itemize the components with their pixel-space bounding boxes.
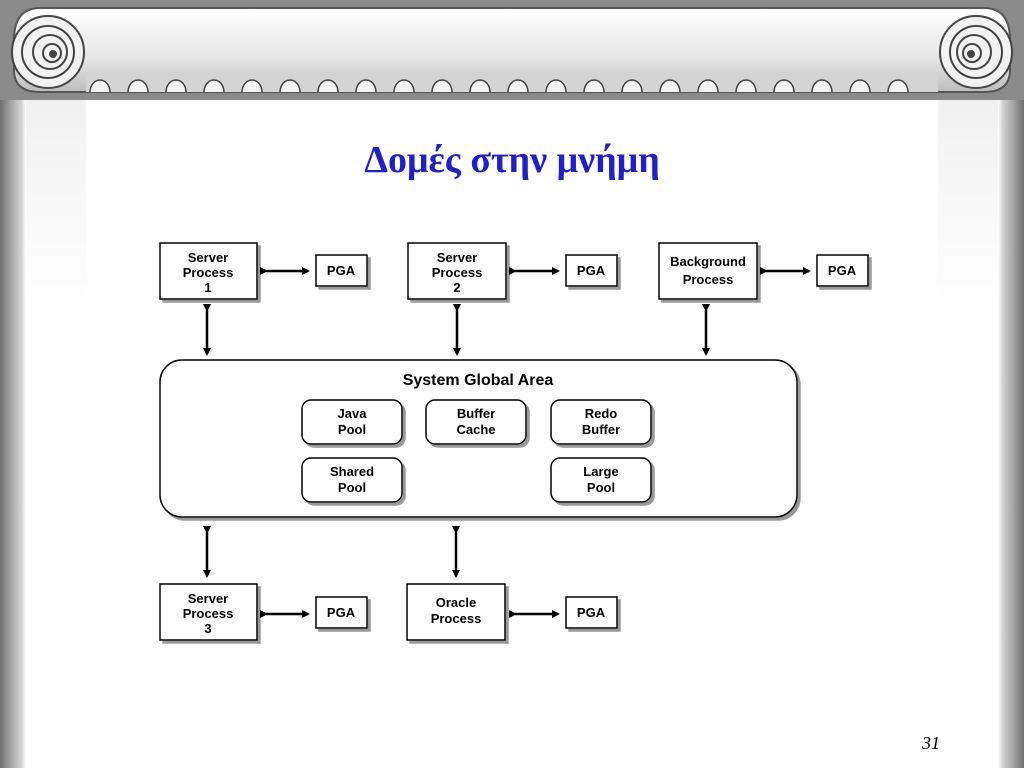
svg-text:PGA: PGA [577, 263, 606, 278]
svg-text:Process: Process [432, 265, 483, 280]
svg-text:Server: Server [437, 250, 477, 265]
pga-box-1: PGA [315, 254, 368, 287]
svg-text:Oracle: Oracle [436, 595, 476, 610]
capital-egg-and-dart [89, 79, 909, 93]
right-volute-icon [939, 15, 1013, 89]
svg-text:PGA: PGA [828, 263, 857, 278]
svg-text:Pool: Pool [338, 480, 366, 495]
svg-text:Cache: Cache [456, 422, 495, 437]
svg-text:3: 3 [204, 621, 211, 636]
slide-title: Δομές στην μνήμη [364, 139, 660, 181]
svg-text:Pool: Pool [587, 480, 615, 495]
pga-box-2: PGA [565, 254, 618, 287]
oracle-process: Oracle Process [406, 583, 506, 641]
svg-text:1: 1 [204, 280, 211, 295]
redo-buffer: Redo Buffer [550, 399, 652, 445]
server-process-2: Server Process 2 [407, 242, 507, 300]
svg-text:Process: Process [683, 272, 734, 287]
left-panel-shade [26, 90, 86, 308]
svg-text:Background: Background [670, 254, 746, 269]
page-number: 31 [922, 733, 940, 753]
svg-text:Java: Java [338, 406, 368, 421]
large-pool: Large Pool [550, 457, 652, 503]
svg-text:Redo: Redo [585, 406, 618, 421]
svg-text:Process: Process [431, 611, 482, 626]
svg-text:Process: Process [183, 265, 234, 280]
server-process-3: Server Process 3 [159, 583, 258, 641]
svg-text:Server: Server [188, 591, 228, 606]
svg-text:2: 2 [453, 280, 460, 295]
svg-text:Shared: Shared [330, 464, 374, 479]
svg-text:PGA: PGA [577, 605, 606, 620]
right-panel-shade [938, 90, 998, 308]
pga-box-4: PGA [315, 596, 368, 629]
svg-text:Process: Process [183, 606, 234, 621]
svg-text:Buffer: Buffer [582, 422, 620, 437]
buffer-cache: Buffer Cache [425, 399, 527, 445]
pga-box-3: PGA [816, 254, 869, 287]
svg-text:Server: Server [188, 250, 228, 265]
svg-text:Buffer: Buffer [457, 406, 495, 421]
shared-pool: Shared Pool [301, 457, 403, 503]
svg-text:PGA: PGA [327, 263, 356, 278]
server-process-1: Server Process 1 [159, 242, 258, 300]
pga-box-5: PGA [565, 596, 618, 629]
svg-text:PGA: PGA [327, 605, 356, 620]
java-pool: Java Pool [301, 399, 403, 445]
svg-text:Large: Large [583, 464, 618, 479]
left-volute-icon [11, 15, 85, 89]
sga-title: System Global Area [403, 372, 554, 389]
svg-text:Pool: Pool [338, 422, 366, 437]
ionic-capital-decoration [0, 0, 1024, 100]
background-process: Background Process [658, 242, 758, 300]
